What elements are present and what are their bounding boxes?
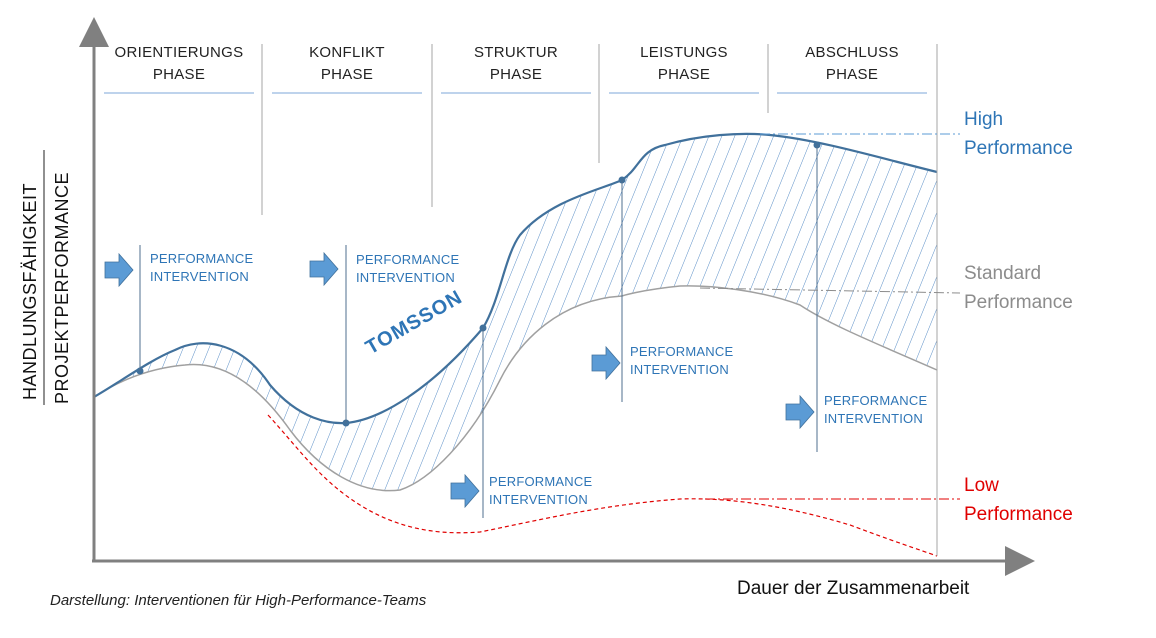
intervention-label: PERFORMANCE INTERVENTION [824, 393, 928, 426]
standard-performance-label: Standard Performance [964, 263, 1073, 313]
intervention-arrow-icon [591, 345, 621, 381]
phase-label: PHASE [320, 66, 374, 83]
high-performance-label: High Performance [964, 109, 1073, 159]
low-performance-label: Low Performance [964, 475, 1073, 525]
standard-level-line [699, 287, 961, 294]
caption: Darstellung: Interventionen für High-Per… [50, 592, 427, 609]
intervention-label: PERFORMANCE INTERVENTION [489, 474, 593, 507]
phase-konflikt: KONFLIKT PHASE [272, 42, 422, 86]
x-axis-label: Dauer der Zusammenarbeit [737, 578, 970, 599]
phase-leistung: LEISTUNGS PHASE [609, 42, 759, 86]
phase-label: KONFLIKT [309, 44, 385, 61]
phase-orientierung: ORIENTIERUNGS PHASE [104, 42, 254, 86]
phase-label: ABSCHLUSS [805, 44, 899, 61]
phase-label: PHASE [825, 66, 879, 83]
phase-abschluss: ABSCHLUSS PHASE [777, 42, 927, 86]
low-performance-curve [267, 414, 938, 557]
intervention-label: PERFORMANCE INTERVENTION [630, 344, 734, 377]
intervention-label: PERFORMANCE INTERVENTION [150, 251, 254, 284]
hatched-improvement-area [94, 133, 937, 491]
intervention-arrow-icon [104, 252, 134, 288]
intervention-label: PERFORMANCE INTERVENTION [356, 252, 460, 285]
tomsson-curve [93, 132, 938, 425]
phase-label: PHASE [489, 66, 543, 83]
phase-label: PHASE [152, 66, 206, 83]
phase-label: STRUKTUR [473, 44, 559, 61]
intervention-arrow-icon [450, 473, 480, 509]
phase-label: ORIENTIERUNGS [114, 44, 244, 61]
phase-label: LEISTUNGS [640, 44, 728, 61]
y-axis-label-2: PROJEKTPERFORMANCE [52, 171, 72, 404]
phase-struktur: STRUKTUR PHASE [441, 42, 591, 86]
intervention-arrow-icon [785, 394, 815, 430]
intervention-arrow-icon [309, 251, 339, 287]
y-axis-label-1: HANDLUNGSFÄHIGKEIT [20, 182, 40, 400]
standard-performance-curve [93, 285, 938, 492]
phase-label: PHASE [657, 66, 711, 83]
